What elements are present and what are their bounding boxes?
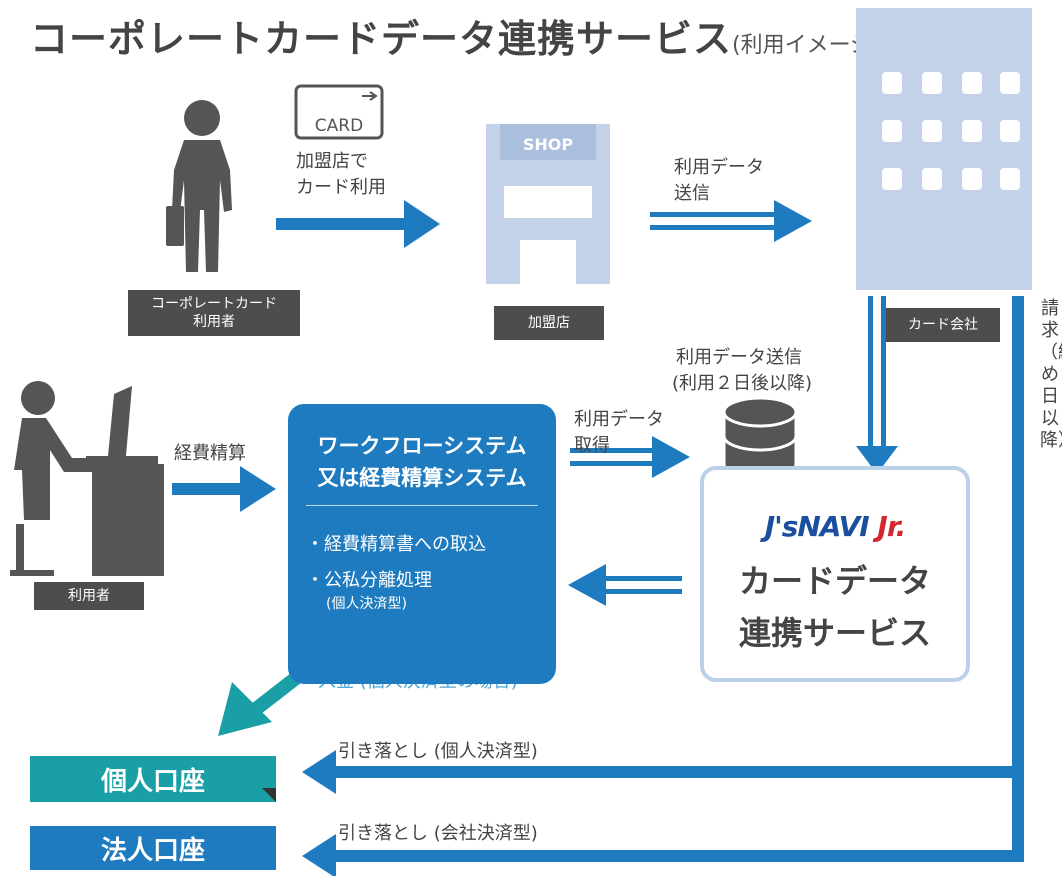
personal-account-fold <box>262 788 276 802</box>
flow-usage-send-line2: 送信 <box>674 183 710 204</box>
card-icon: CARD <box>294 84 384 140</box>
corporate-account-label: 法人口座 <box>100 835 205 866</box>
desk-worker-icon <box>10 381 164 576</box>
flow-card-use-line2: カード利用 <box>296 177 386 198</box>
label-card-user-line2: 利用者 <box>193 314 235 330</box>
workflow-title-line1: ワークフローシステム <box>317 434 527 458</box>
personal-account: 個人口座 <box>30 756 276 802</box>
card-icon-text: CARD <box>315 116 363 136</box>
flow-fetch-line2: 取得 <box>574 435 610 456</box>
businessman-icon <box>166 100 232 272</box>
flow-expense: 経費精算 <box>174 443 246 464</box>
double-arrow-usage-send <box>650 200 812 242</box>
flow-usage-send2-line1: 利用データ送信 <box>676 347 802 368</box>
double-arrow-fetch-left <box>568 564 682 606</box>
flow-fetch-line1: 利用データ <box>574 409 664 430</box>
label-card-user: コーポレートカード 利用者 <box>128 290 300 336</box>
shop-icon-text: SHOP <box>523 135 574 154</box>
label-card-company-text: カード会社 <box>908 317 978 333</box>
jsnavi-logo-jr: Jr. <box>877 510 906 543</box>
flow-debit-corp: 引き落とし (会社決済型) <box>338 823 538 844</box>
workflow-divider <box>306 505 538 506</box>
workflow-system-box <box>288 404 556 684</box>
workflow-item-note: (個人決済型) <box>326 596 407 612</box>
double-arrow-down-send <box>856 296 898 474</box>
double-arrow-fetch-right <box>570 436 690 478</box>
billing-line <box>302 296 1024 876</box>
building-icon <box>856 8 1032 290</box>
flow-debit-personal: 引き落とし (個人決済型) <box>338 741 538 762</box>
workflow-title: ワークフローシステム 又は経費精算システム <box>300 430 544 494</box>
flow-billing: 請求（締め日以降） <box>1040 298 1062 451</box>
workflow-item-separation: ・公私分離処理 <box>306 570 432 591</box>
workflow-title-line2: 又は経費精算システム <box>317 466 527 490</box>
flow-usage-send2-line2: (利用２日後以降) <box>672 373 813 394</box>
arrow-card-use <box>276 200 440 248</box>
jsnavi-logo-main: J'sNAVI <box>764 510 870 543</box>
jsnavi-line1: カードデータ <box>738 562 931 600</box>
label-card-user-line1: コーポレートカード <box>151 296 277 312</box>
flow-card-use-line1: 加盟店で <box>296 151 368 172</box>
jsnavi-line2: 連携サービス <box>738 614 931 652</box>
label-merchant: 加盟店 <box>494 306 604 340</box>
title-main: コーポレートカードデータ連携サービス <box>30 17 733 61</box>
page-title: コーポレートカードデータ連携サービス(利用イメージ) <box>30 8 881 63</box>
flow-usage-send-line1: 利用データ <box>674 157 764 178</box>
label-user-text: 利用者 <box>68 588 110 604</box>
jsnavi-service-box <box>700 466 970 682</box>
label-user: 利用者 <box>34 582 144 610</box>
workflow-item-import: ・経費精算書への取込 <box>306 534 486 555</box>
label-card-company: カード会社 <box>886 308 1000 342</box>
personal-account-label: 個人口座 <box>100 766 205 797</box>
jsnavi-logo: J'sNAVI Jr. <box>700 510 970 543</box>
arrow-expense <box>172 466 276 512</box>
corporate-account: 法人口座 <box>30 826 276 870</box>
shop-icon: SHOP <box>486 124 610 284</box>
label-merchant-text: 加盟店 <box>528 315 570 331</box>
title-sub: (利用イメージ) <box>732 33 881 58</box>
